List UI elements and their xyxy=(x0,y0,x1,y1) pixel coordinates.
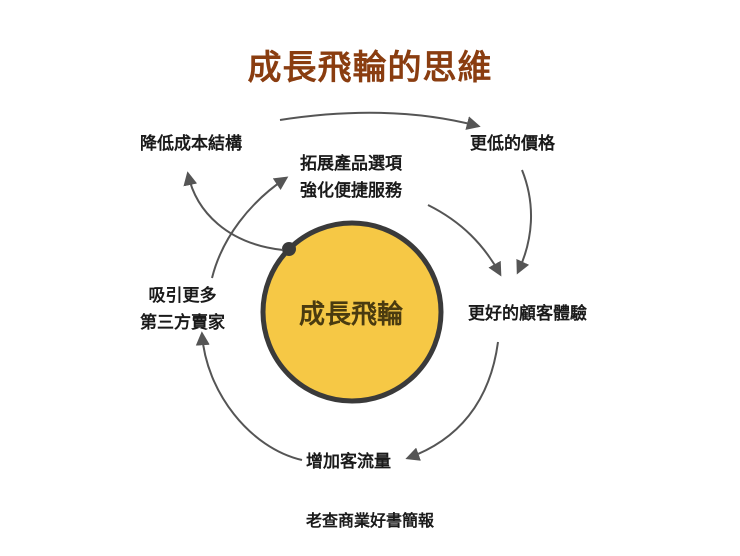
arrow-wheel-to-cost xyxy=(183,171,284,251)
arrow-traffic-to-sellers xyxy=(195,331,303,461)
node-better-experience: 更好的顧客體驗 xyxy=(468,301,587,328)
wheel-label: 成長飛輪 xyxy=(298,300,403,330)
arrow-sellers-to-expand xyxy=(211,176,289,279)
node-lower-price-label: 更低的價格 xyxy=(470,134,555,154)
footer-source: 老查商業好書簡報 xyxy=(305,511,434,530)
node-expand-options: 拓展產品選項 強化便捷服務 xyxy=(300,151,402,205)
node-lower-price: 更低的價格 xyxy=(470,131,555,158)
node-third-party-sellers: 吸引更多 第三方賣家 xyxy=(140,283,225,337)
node-traffic-label: 增加客流量 xyxy=(306,452,391,472)
wheel-dot xyxy=(282,242,296,256)
node-reduce-cost-label: 降低成本結構 xyxy=(140,134,242,154)
arrow-expand-to-experience xyxy=(427,204,502,277)
arrow-price-to-experience xyxy=(516,169,533,275)
node-sellers-line1: 吸引更多 xyxy=(148,286,217,306)
page-title: 成長飛輪的思維 xyxy=(247,48,493,88)
arrow-experience-to-traffic xyxy=(405,341,499,461)
node-reduce-cost: 降低成本結構 xyxy=(140,131,242,158)
arrow-cost-to-price xyxy=(279,111,481,130)
node-traffic: 增加客流量 xyxy=(306,449,391,476)
flywheel-circle xyxy=(260,220,444,404)
node-expand-line1: 拓展產品選項 xyxy=(300,154,402,174)
node-better-experience-label: 更好的顧客體驗 xyxy=(468,304,587,324)
node-sellers-line2: 第三方賣家 xyxy=(140,313,225,333)
node-expand-line2: 強化便捷服務 xyxy=(300,181,402,201)
